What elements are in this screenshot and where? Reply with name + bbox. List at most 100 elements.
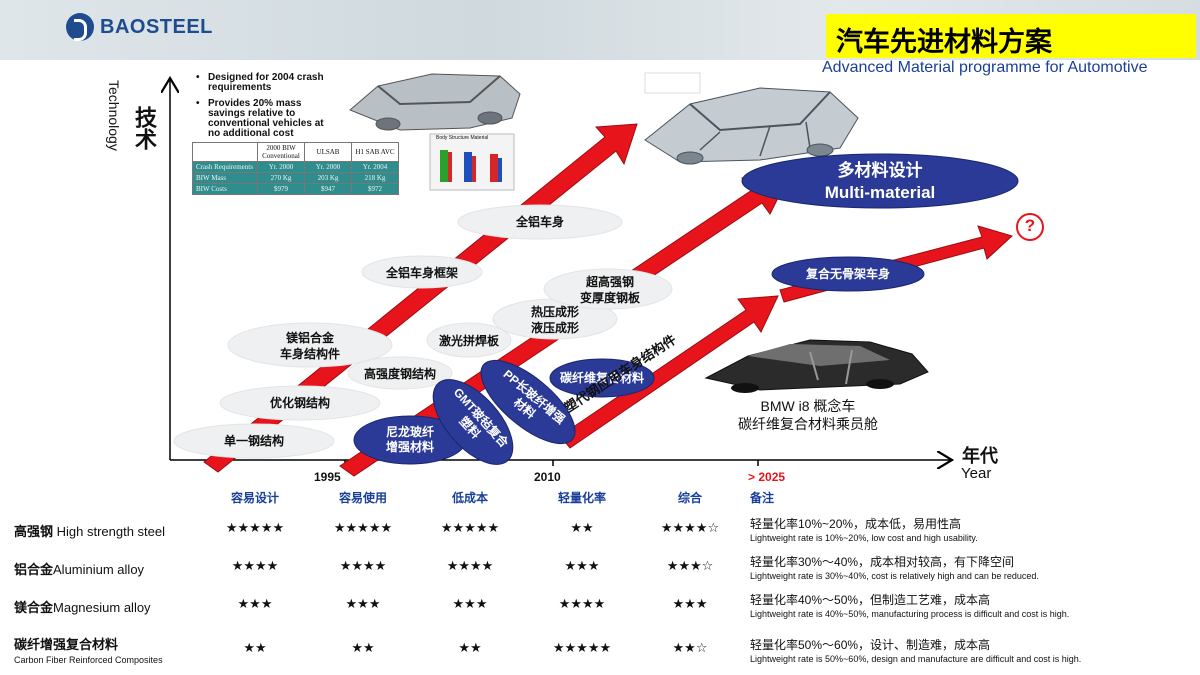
col-header-use: 容易使用 [338, 491, 387, 505]
x-axis-label-en: Year [961, 465, 992, 482]
row-name-en: Magnesium alloy [53, 600, 151, 615]
mini-table-cell: 270 Kg [257, 172, 305, 184]
ellipse-composite-frameless [771, 256, 925, 292]
label-uhss: 超高强钢 变厚度钢板 [568, 274, 652, 306]
ellipse-pp [480, 359, 576, 445]
label-multi-zh: 多材料设计 [837, 161, 923, 180]
bmw-caption-line1: BMW i8 概念车 [760, 398, 856, 414]
rating-stars: ★★★ [452, 596, 488, 611]
remark-zh: 轻量化率10%~20%，成本低，易用性高 [750, 517, 962, 531]
year-2025: > 2025 [748, 470, 786, 484]
ulsab-table: 2000 BIW Conventional ULSAB H1 SAB AVC C… [192, 142, 399, 195]
bmw-i8-sketch [704, 339, 929, 393]
remark-en: Lightweight rate is 40%~50%, manufacturi… [750, 609, 1070, 619]
remark-zh: 轻量化率50%～60%，设计、制造难，成本高 [750, 638, 991, 652]
car-body-sketch-2 [644, 87, 859, 165]
remark-zh: 轻量化率30%～40%，成本相对较高，有下降空间 [750, 555, 1015, 569]
y-axis-label-en: Technology [106, 80, 122, 151]
audi-label-box [644, 72, 701, 94]
label-nylon-line2: 增强材料 [385, 440, 434, 454]
year-2010: 2010 [534, 470, 561, 484]
mini-table-cell: 218 Kg [351, 172, 399, 184]
mini-table-cell: ULSAB [304, 142, 352, 162]
rating-stars: ★★ [570, 520, 594, 535]
ellipse-optimized-steel [219, 385, 381, 421]
label-single-steel: 单一钢结构 [223, 434, 284, 448]
row-name-magnesium: 镁合金Magnesium alloy [14, 597, 151, 616]
label-al-frame: 全铝车身框架 [385, 266, 458, 280]
mini-bar [490, 154, 498, 182]
label-multi-material: 多材料设计 Multi-material [780, 160, 980, 204]
label-nylon-line1: 尼龙玻纤 [385, 425, 434, 439]
mini-bar [464, 152, 472, 182]
remark-aluminium: 轻量化率30%～40%，成本相对较高，有下降空间 Lightweight rate… [750, 553, 1039, 581]
col-header-lightweight: 轻量化率 [557, 491, 606, 505]
rating-stars: ★★★ [672, 596, 708, 611]
remark-zh: 轻量化率40%～50%，但制造工艺难，成本高 [750, 593, 991, 607]
mini-table-cell: Yr. 2000 [304, 161, 352, 173]
label-all-al: 全铝车身 [515, 215, 564, 229]
mini-table-cell: BIW Costs [192, 183, 258, 195]
y-axis-label-zh: 技术 [131, 106, 156, 150]
col-header-remarks: 备注 [750, 491, 775, 505]
ellipse-cfrp [549, 358, 655, 398]
arrow-steel-path [559, 295, 779, 449]
label-mg-al-line2: 车身结构件 [279, 347, 340, 361]
col-header-design: 容易设计 [230, 491, 279, 505]
row-name-zh: 碳纤增强复合材料 [14, 638, 119, 653]
ellipse-gmt [432, 379, 514, 465]
question-circle [1016, 213, 1044, 241]
rating-stars: ★★★ [345, 596, 381, 611]
mini-table-cell: Crash Requirements [192, 161, 258, 173]
mini-table-cell [192, 142, 258, 162]
blue-ellipses [353, 153, 1019, 465]
rating-stars: ★★★★ [231, 558, 279, 573]
mini-table-cell: 203 Kg [304, 172, 352, 184]
ellipse-single-steel [173, 423, 335, 459]
label-cfrp: 碳纤维复合材料 [559, 371, 644, 385]
label-multi-en: Multi-material [824, 183, 936, 202]
rating-stars: ★★★ [237, 596, 273, 611]
row-name-en: Carbon Fiber Reinforced Composites [14, 655, 163, 665]
ellipse-hss [347, 356, 453, 390]
remark-en: Lightweight rate is 30%~40%, cost is rel… [750, 571, 1039, 581]
row-name-en: Aluminium alloy [53, 562, 145, 577]
ellipse-laser [426, 322, 512, 358]
label-optimized-steel: 优化钢结构 [269, 396, 330, 410]
rating-stars: ★★★★★ [333, 520, 393, 535]
baosteel-logo: BAOSTEEL [66, 12, 213, 42]
year-1995: 1995 [314, 470, 341, 484]
mini-table-cell: Yr. 2000 [257, 161, 305, 173]
remark-cfrp: 轻量化率50%～60%，设计、制造难，成本高 Lightweight rate i… [750, 636, 1081, 664]
row-name-en: High strength steel [53, 524, 166, 539]
rating-stars: ★★ [351, 640, 375, 655]
row-name-cfrp: 碳纤增强复合材料 Carbon Fiber Reinforced Composit… [14, 634, 163, 665]
mini-table-cell: Yr. 2004 [351, 161, 399, 173]
label-uhss-line2: 变厚度钢板 [579, 291, 640, 305]
white-ellipses [173, 204, 673, 459]
rating-stars: ★★ [243, 640, 267, 655]
car-body-sketch-1 [349, 73, 521, 131]
col-header-cost: 低成本 [451, 491, 488, 505]
mini-bar [498, 158, 502, 182]
remark-en: Lightweight rate is 50%~60%, design and … [750, 654, 1082, 664]
label-hot-hydro-line1: 热压成形 [530, 305, 579, 319]
rating-stars: ★★ [458, 640, 482, 655]
mini-table-cell: BIW Mass [192, 172, 258, 184]
label-laser: 激光拼焊板 [438, 334, 499, 348]
bmw-caption-line2: 碳纤维复合材料乘员舱 [738, 416, 878, 432]
rating-stars: ★★★ [564, 558, 600, 573]
row-name-zh: 高强钢 [14, 525, 54, 540]
mini-table-cell: 2000 BIW Conventional [257, 142, 305, 162]
rating-stars: ★★★★☆ [660, 520, 720, 535]
bullet-crash: Designed for 2004 crash requirements [196, 73, 328, 93]
mini-bar [448, 152, 452, 182]
label-hss: 高强度钢结构 [363, 367, 436, 381]
rating-stars: ★★★★★ [440, 520, 500, 535]
label-composite-frameless: 复合无骨架车身 [805, 267, 890, 281]
rating-stars: ★★★★★ [552, 640, 612, 655]
label-nylon: 尼龙玻纤 增强材料 [370, 425, 450, 455]
mini-table-cell: $979 [257, 183, 305, 195]
